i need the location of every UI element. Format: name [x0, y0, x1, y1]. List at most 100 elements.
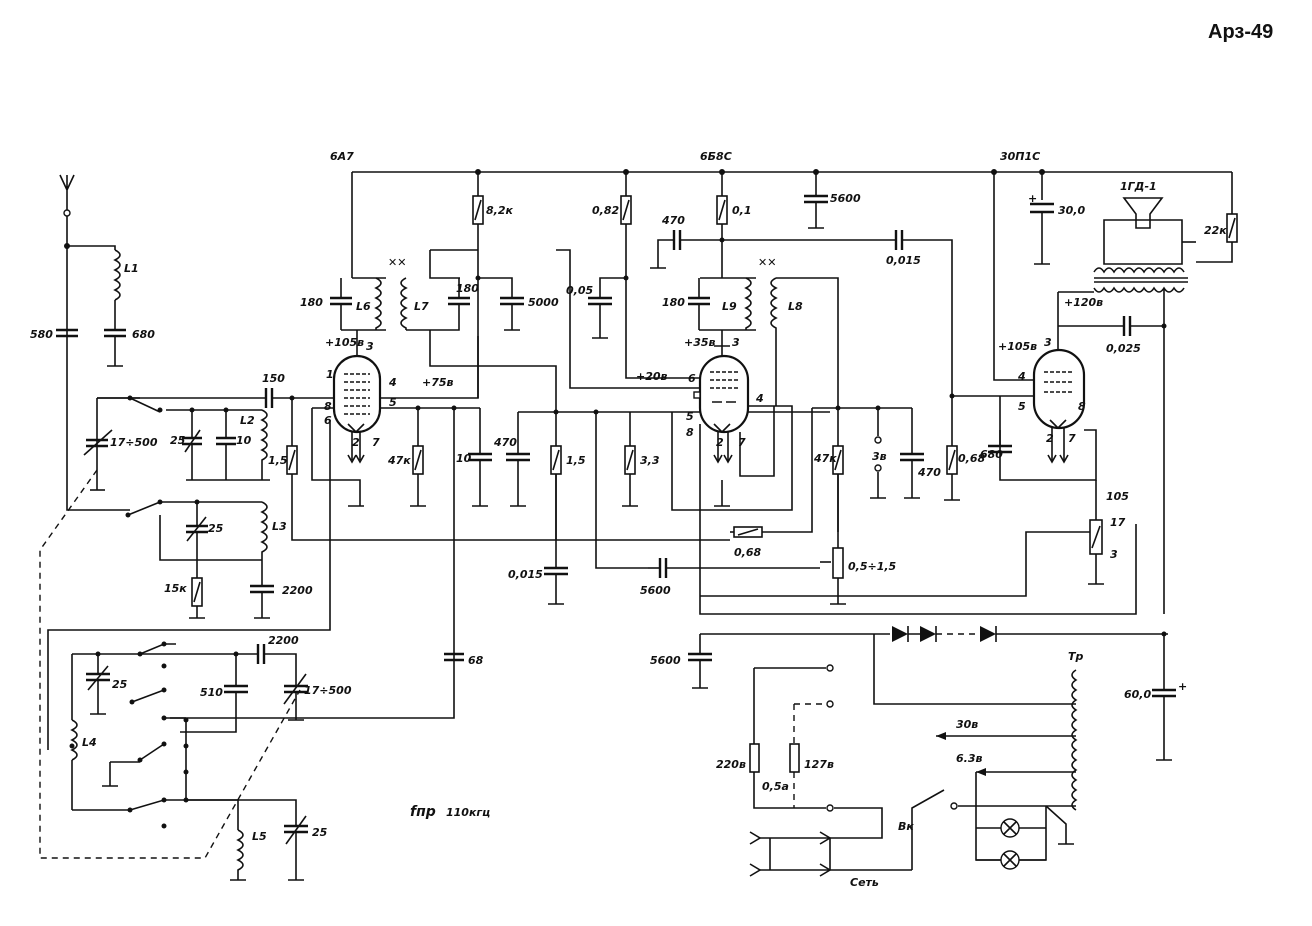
coil-l8-label: L8 — [788, 300, 803, 313]
res-1-5-a-label: 1,5 — [268, 454, 288, 467]
res-0-82-label: 0,82 — [592, 204, 619, 217]
svg-text:7: 7 — [372, 436, 380, 449]
tube-6b8c-label: 6Б8С — [700, 150, 732, 163]
tube3-grid-cap: 680 — [980, 430, 1012, 461]
tube-6a7-anode-voltage: +105в — [325, 336, 364, 349]
tube-30p1c-anode-voltage: +105в — [998, 340, 1037, 353]
svg-text:6: 6 — [324, 414, 332, 427]
cap-5600-b-label: 5600 — [640, 584, 671, 597]
antenna-section: L1 580 680 17÷500 25 10 L2 — [30, 174, 313, 619]
fuse-220v-label: 220в — [716, 758, 746, 771]
cap-5600-a-label: 5600 — [830, 192, 861, 205]
res-0-1-label: 0,1 — [732, 204, 752, 217]
cathode-network-1: 47к 10 470 1,5 0,015 3,3 — [170, 405, 830, 719]
cap-180-b-label: 180 — [456, 282, 479, 295]
power-switch-label: Вк — [898, 820, 914, 833]
svg-text:2: 2 — [716, 436, 724, 449]
tube-6b8c-grid-voltage: +20в — [636, 370, 668, 383]
cap-470-a-label: 470 — [493, 436, 517, 449]
tube-6b8c: 6Б8С +35в +20в 3 6 4 5 8 2 7 — [556, 150, 1137, 615]
cap-30-label: 30,0 — [1058, 204, 1085, 217]
svg-text:5: 5 — [1018, 400, 1026, 413]
power-supply: 5600 + 60,0 220в 127в 0,5а — [650, 626, 1187, 889]
tube1-grid-net: 150 1,5 — [47, 372, 730, 750]
tap-30v-label: 30в — [956, 718, 978, 731]
res-47k-a-label: 47к — [387, 454, 411, 467]
cap-0-05-label: 0,05 — [566, 284, 593, 297]
cap-510-label: 510 — [200, 686, 223, 699]
cap-470-c-label: 470 — [917, 466, 941, 479]
svg-text:+: + — [1028, 192, 1037, 205]
cap-5600-c-label: 5600 — [650, 654, 681, 667]
coil-l6-label: L6 — [356, 300, 371, 313]
coil-l7-label: L7 — [414, 300, 429, 313]
if-frequency-value: 110кгц — [446, 806, 490, 819]
mains-label: Сеть — [850, 876, 879, 889]
svg-text:✕✕: ✕✕ — [758, 256, 776, 269]
res-15k-label: 15к — [164, 582, 187, 595]
res-0-68-b-label: 0,68 — [958, 452, 985, 465]
cap-0-025-label: 0,025 — [1106, 342, 1141, 355]
cap-68-label: 68 — [468, 654, 484, 667]
cap-60-label: 60,0 — [1124, 688, 1151, 701]
tube-6a7: 6А7 +105в +75в 3 1 8 6 4 5 2 7 — [324, 150, 480, 507]
tube-6b8c-anode-voltage: +35в — [684, 336, 716, 349]
svg-text:✕✕: ✕✕ — [388, 256, 406, 269]
cap-25-d-label: 25 — [312, 826, 328, 839]
svg-text:7: 7 — [1068, 432, 1076, 445]
res-8-2k-label: 8,2к — [486, 204, 513, 217]
output-stage: + 30,0 22к 1ГД-1 0,025 — [1028, 172, 1238, 614]
tube-6a7-screen-voltage: +75в — [422, 376, 454, 389]
tube-30p1c-label: 30П1С — [1000, 150, 1040, 163]
res-22k-label: 22к — [1204, 224, 1227, 237]
svg-text:4: 4 — [1017, 370, 1026, 383]
cap-0-015-a-label: 0,015 — [508, 568, 543, 581]
res-47k-b-label: 47к — [813, 452, 837, 465]
cap-25-a-label: 25 — [170, 434, 186, 447]
tap-105-label: 105 — [1106, 490, 1129, 503]
res-1-5-b-label: 1,5 — [566, 454, 586, 467]
tube-6a7-label: 6А7 — [330, 150, 354, 163]
supply-rail — [351, 169, 1232, 278]
speaker-label: 1ГД-1 — [1120, 180, 1157, 193]
svg-text:2: 2 — [352, 436, 360, 449]
svg-text:3: 3 — [732, 336, 740, 349]
power-transformer-label: Тр — [1068, 650, 1084, 663]
feedback-divider: 105 17 3 — [700, 490, 1129, 597]
tap-6-3v-label: 6.3в — [956, 752, 982, 765]
cap-2200-a-label: 2200 — [282, 584, 313, 597]
coil-l9-label: L9 — [722, 300, 737, 313]
svg-text:3: 3 — [366, 340, 374, 353]
detector-network: 0,68 47к 0,5÷1,5 5600 3в 470 0,68 — [640, 393, 1040, 605]
fuse-rating-label: 0,5а — [762, 780, 789, 793]
fuse-127v-label: 127в — [804, 758, 834, 771]
coil-l1-label: L1 — [124, 262, 139, 275]
cap-25-b-label: 25 — [208, 522, 224, 535]
cap-180-c-label: 180 — [662, 296, 685, 309]
svg-text:8: 8 — [1078, 400, 1086, 413]
cap-17-500-b-label: 17÷500 — [304, 684, 352, 697]
coil-l3-label: L3 — [272, 520, 287, 533]
cap-0-015-b-label: 0,015 — [886, 254, 921, 267]
tube-30p1c: 30П1С +105в +120в 3 4 5 8 2 7 — [993, 150, 1103, 524]
svg-text:4: 4 — [755, 392, 764, 405]
cap-180-a-label: 180 — [300, 296, 323, 309]
svg-text:7: 7 — [738, 436, 746, 449]
cap-2200-b-label: 2200 — [268, 634, 299, 647]
cap-470-b-label: 470 — [661, 214, 685, 227]
coil-l5-label: L5 — [252, 830, 267, 843]
cap-10-b-label: 10 — [456, 452, 472, 465]
page-title: Арз-49 — [1208, 21, 1273, 43]
test-point-3v-label: 3в — [872, 450, 887, 463]
if-frequency: fпр 110кгц — [410, 804, 490, 820]
cap-25-c-label: 25 — [112, 678, 128, 691]
tap-3-label: 3 — [1110, 548, 1118, 561]
pot-label: 0,5÷1,5 — [848, 560, 897, 573]
cap-150-label: 150 — [262, 372, 285, 385]
svg-text:4: 4 — [388, 376, 397, 389]
svg-text:5: 5 — [686, 410, 694, 423]
screen-feed: 8,2к 5000 — [472, 172, 559, 398]
res-3-3-label: 3,3 — [640, 454, 660, 467]
cap-580-label: 580 — [30, 328, 53, 341]
